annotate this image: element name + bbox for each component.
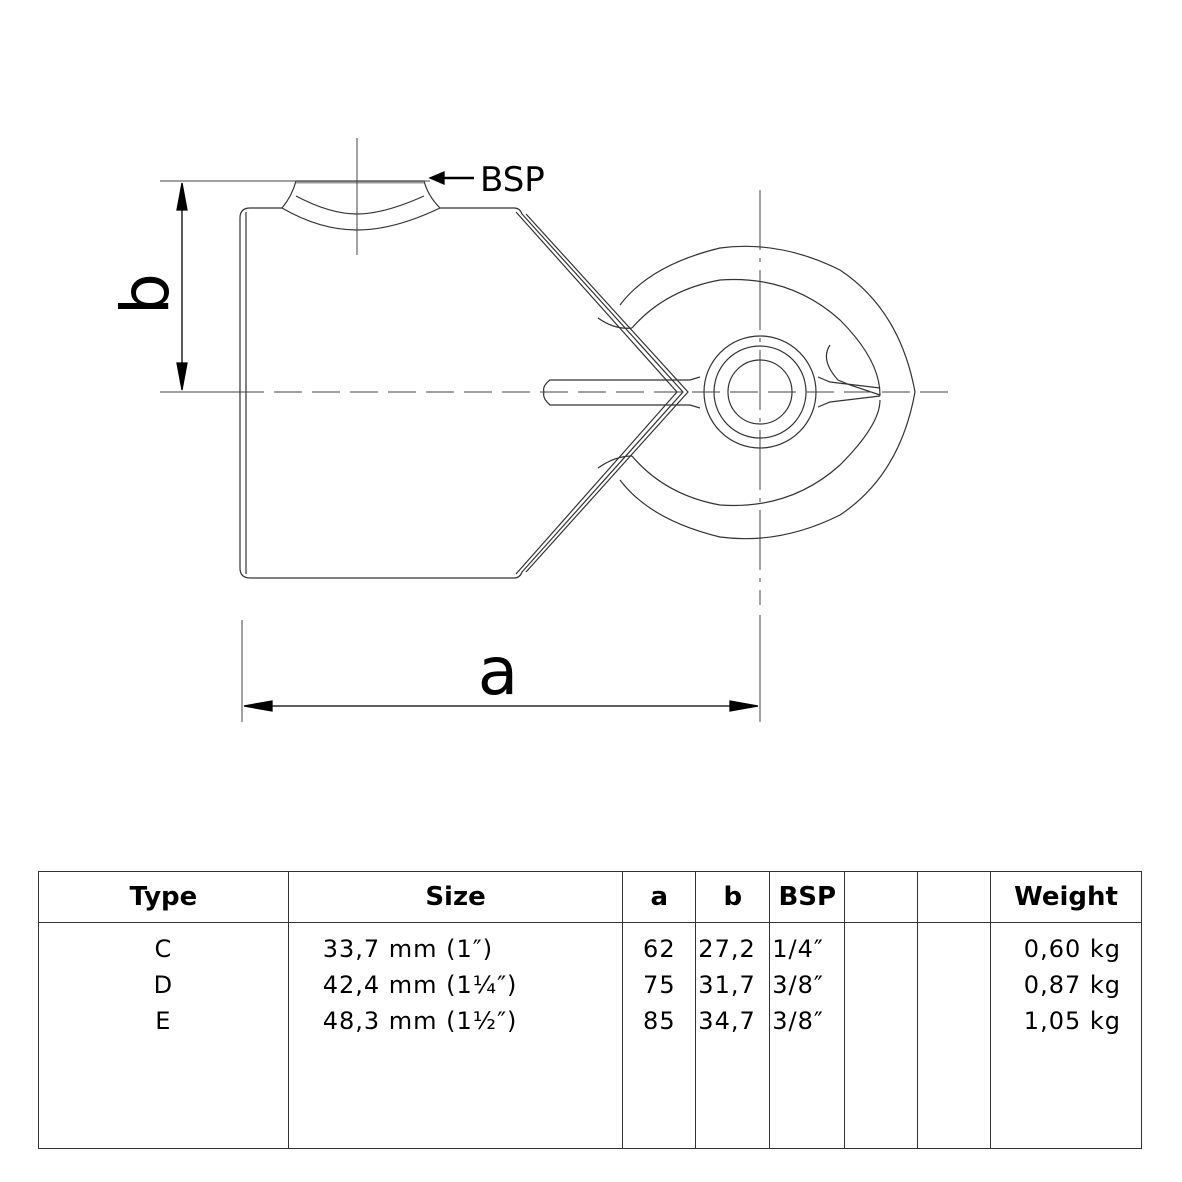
weight-column: 0,60 kg 0,87 kg 1,05 kg	[990, 922, 1142, 1149]
header-empty-1	[844, 871, 918, 923]
dimensions-table: Type Size a b BSP Weight C D E 33,7 mm (…	[38, 871, 1142, 1149]
dim-b-arrow-top	[176, 182, 188, 211]
header-b: b	[695, 871, 770, 923]
bsp-column: 1/4″ 3/8″ 3/8″	[769, 922, 845, 1149]
cell-b: 34,7	[698, 1007, 756, 1035]
cell-size: 48,3 mm (1½″)	[322, 1007, 518, 1035]
table-header-row: Type Size a b BSP Weight	[38, 871, 1142, 923]
cell-a: 75	[643, 971, 676, 999]
dim-a-arrow-left	[243, 700, 273, 712]
type-column: C D E	[39, 923, 289, 1149]
cell-b: 31,7	[698, 971, 756, 999]
boss-inner-curve	[281, 207, 441, 231]
header-weight: Weight	[990, 871, 1142, 923]
technical-drawing: BSP a b	[107, 138, 955, 722]
cell-weight: 1,05 kg	[1023, 1007, 1121, 1035]
a-column: 62 75 85	[622, 922, 696, 1149]
cell-size: 33,7 mm (1″)	[322, 935, 494, 963]
header-a: a	[622, 871, 696, 923]
cell-bsp: 1/4″	[772, 935, 824, 963]
dim-b-label: b	[107, 273, 184, 315]
eye-inner-ring	[631, 278, 881, 507]
cell-size: 42,4 mm (1¼″)	[322, 971, 518, 999]
v-flange-outer	[525, 213, 689, 573]
bsp-arrow-head	[428, 171, 445, 185]
b-column: 27,2 31,7 34,7	[695, 922, 770, 1149]
boss-curve	[295, 195, 425, 215]
empty-column-1	[844, 922, 918, 1149]
cell-weight: 0,60 kg	[1023, 935, 1121, 963]
cell-type: D	[153, 971, 174, 999]
cell-bsp: 3/8″	[772, 971, 824, 999]
dim-b-arrow-bottom	[176, 362, 188, 391]
flange-fillet	[597, 317, 633, 469]
dim-a-arrow-right	[729, 700, 759, 712]
size-column: 33,7 mm (1″) 42,4 mm (1¼″) 48,3 mm (1½″)	[287, 922, 623, 1149]
header-bsp: BSP	[769, 871, 845, 923]
header-empty-2	[917, 871, 991, 923]
bsp-label: BSP	[480, 160, 545, 200]
v-flange-inner	[515, 211, 678, 575]
dim-a-label: a	[478, 633, 518, 710]
header-size: Size	[287, 871, 623, 923]
cell-type: E	[155, 1007, 172, 1035]
cell-bsp: 3/8″	[772, 1007, 824, 1035]
table-body-row: C D E 33,7 mm (1″) 42,4 mm (1¼″) 48,3 mm…	[39, 922, 1142, 1149]
empty-column-2	[917, 922, 991, 1149]
hub-spokes	[817, 376, 881, 408]
cell-weight: 0,87 kg	[1023, 971, 1121, 999]
cell-a: 62	[643, 935, 676, 963]
eye-outer-ring	[619, 245, 916, 540]
cell-a: 85	[643, 1007, 676, 1035]
header-type: Type	[38, 871, 289, 923]
cell-b: 27,2	[698, 935, 756, 963]
cell-type: C	[154, 935, 173, 963]
